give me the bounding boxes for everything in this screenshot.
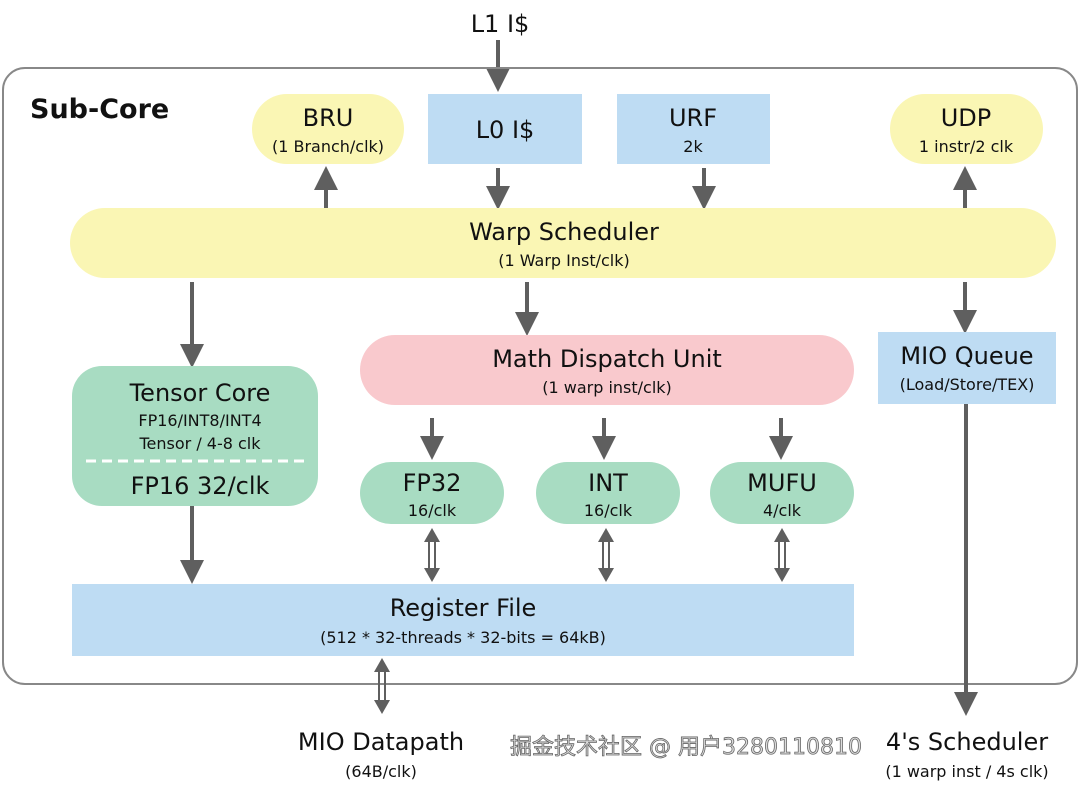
warp-scheduler-sub: (1 Warp Inst/clk) <box>498 251 630 270</box>
math-dispatch-unit-box: Math Dispatch Unit (1 warp inst/clk) <box>360 335 854 405</box>
mio-queue-sub: (Load/Store/TEX) <box>900 375 1035 394</box>
arrow-fp32-rf <box>424 528 440 582</box>
register-file-title: Register File <box>390 594 537 622</box>
arrow-int-rf <box>598 528 614 582</box>
fp32-box: FP32 16/clk <box>360 462 504 524</box>
register-file-sub: (512 * 32-threads * 32-bits = 64kB) <box>320 628 606 647</box>
bru-title: BRU <box>303 104 354 132</box>
warp-scheduler-title: Warp Scheduler <box>469 218 659 246</box>
tensor-core-title: Tensor Core <box>129 379 271 407</box>
scheduler-sub: (1 warp inst / 4s clk) <box>885 762 1048 781</box>
mufu-sub: 4/clk <box>763 501 802 520</box>
fp32-sub: 16/clk <box>408 501 457 520</box>
register-file-box: Register File (512 * 32-threads * 32-bit… <box>72 584 854 656</box>
udp-box: UDP 1 instr/2 clk <box>890 94 1043 164</box>
mio-datapath-title: MIO Datapath <box>298 728 464 756</box>
bidirectional-arrows <box>374 528 790 714</box>
tensor-core-throughput: FP16 32/clk <box>131 472 270 500</box>
watermark: 掘金技术社区 @ 用户3280110810 <box>510 735 862 760</box>
int-box: INT 16/clk <box>536 462 680 524</box>
tensor-core-precisions: FP16/INT8/INT4 <box>138 411 261 430</box>
udp-sub: 1 instr/2 clk <box>919 137 1014 156</box>
l0-icache-box: L0 I$ <box>428 94 582 164</box>
scheduler-title: 4's Scheduler <box>886 728 1048 756</box>
sub-core-frame <box>2 67 1078 685</box>
arrow-rf-mio-datapath <box>374 658 390 714</box>
bru-sub: (1 Branch/clk) <box>272 137 384 156</box>
mufu-title: MUFU <box>747 469 817 497</box>
bru-box: BRU (1 Branch/clk) <box>252 94 404 164</box>
mio-queue-title: MIO Queue <box>900 342 1033 370</box>
arrow-mufu-rf <box>774 528 790 582</box>
urf-box: URF 2k <box>617 94 770 164</box>
l0-title: L0 I$ <box>476 116 535 144</box>
mufu-box: MUFU 4/clk <box>710 462 854 524</box>
tensor-core-box: Tensor Core FP16/INT8/INT4 Tensor / 4-8 … <box>72 366 318 506</box>
mio-queue-box: MIO Queue (Load/Store/TEX) <box>878 332 1056 404</box>
math-dispatch-sub: (1 warp inst/clk) <box>542 378 672 397</box>
int-title: INT <box>588 469 628 497</box>
tensor-core-latency: Tensor / 4-8 clk <box>138 434 261 453</box>
mio-datapath-sub: (64B/clk) <box>345 762 417 781</box>
warp-scheduler-box: Warp Scheduler (1 Warp Inst/clk) <box>70 208 1056 278</box>
math-dispatch-title: Math Dispatch Unit <box>492 345 722 373</box>
l1-icache-label: L1 I$ <box>471 10 530 38</box>
fp32-title: FP32 <box>403 469 462 497</box>
sub-core-title: Sub-Core <box>30 94 169 125</box>
urf-sub: 2k <box>683 137 703 156</box>
int-sub: 16/clk <box>584 501 633 520</box>
udp-title: UDP <box>941 104 992 132</box>
urf-title: URF <box>669 104 717 132</box>
